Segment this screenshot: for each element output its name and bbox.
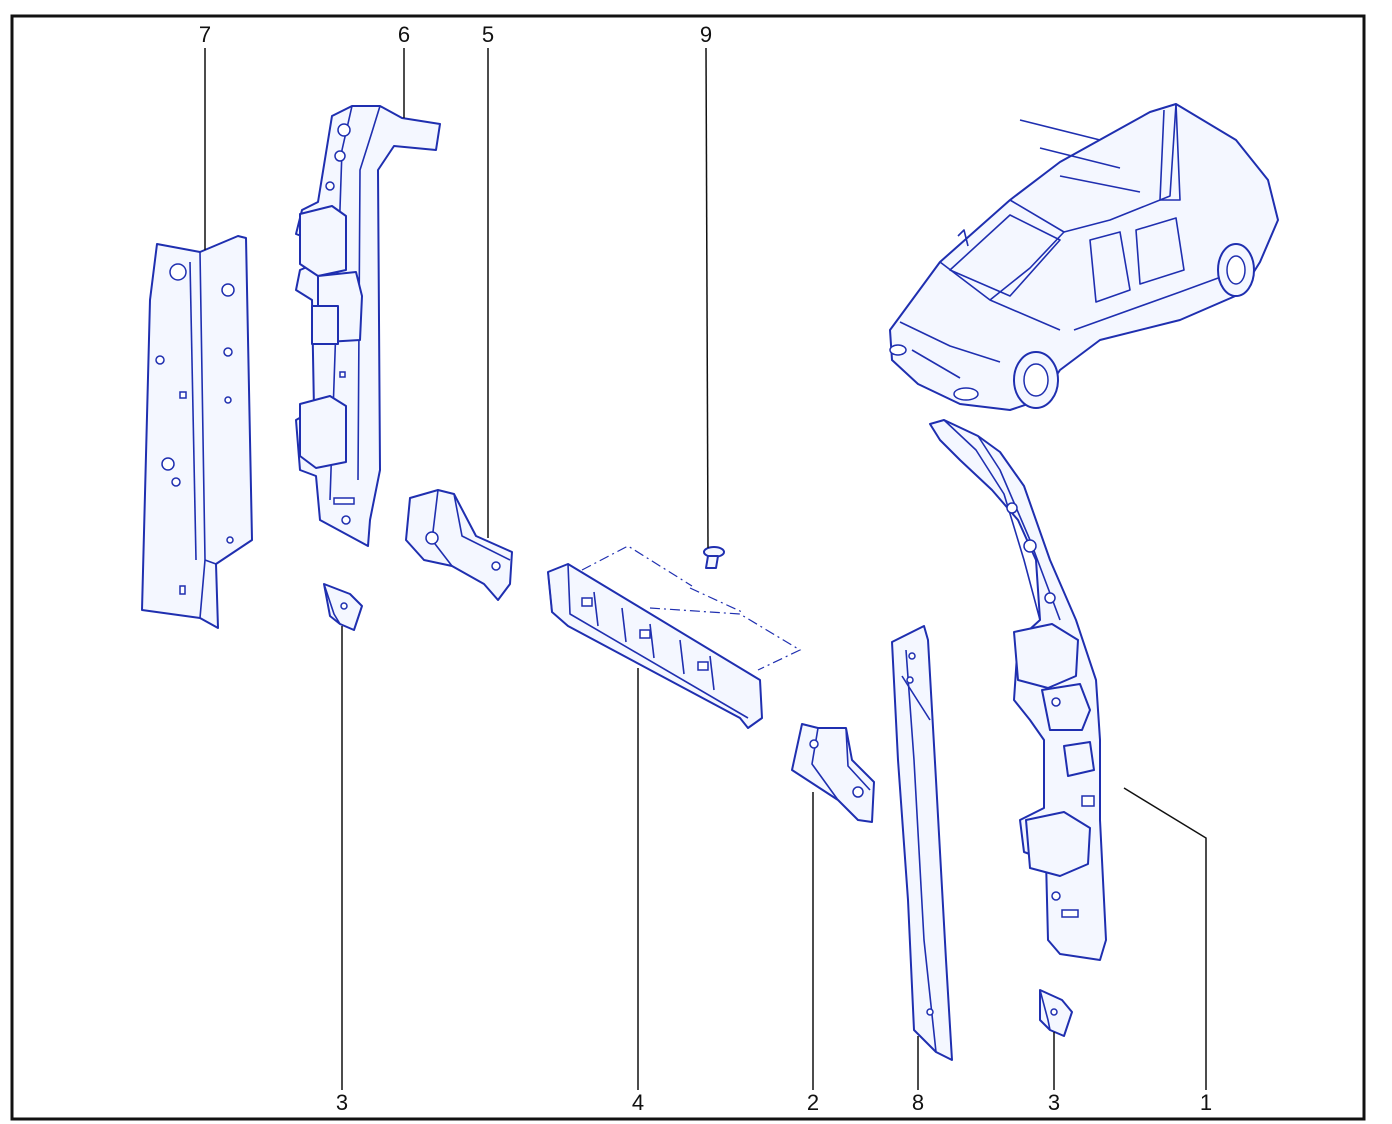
callout-8: 8 — [912, 1090, 924, 1115]
part-2-lower-gusset[interactable] — [791, 723, 875, 823]
part-3-bracket-left[interactable] — [323, 583, 363, 631]
diagram-frame — [10, 14, 1366, 1121]
callout-2: 2 — [807, 1090, 819, 1115]
part-5-gusset[interactable] — [405, 489, 513, 601]
callout-labels: 7 6 5 9 3 4 2 8 3 1 — [199, 22, 1212, 1115]
callout-4: 4 — [632, 1090, 644, 1115]
vehicle-location-thumbnail — [889, 103, 1279, 411]
leader-1 — [1123, 787, 1207, 1090]
callout-9: 9 — [700, 22, 712, 47]
part-1-b-pillar-outer[interactable] — [929, 419, 1107, 961]
callout-1: 1 — [1200, 1090, 1212, 1115]
part-4-cross-member[interactable] — [547, 545, 802, 729]
callout-3-left: 3 — [336, 1090, 348, 1115]
callout-7: 7 — [199, 22, 211, 47]
leader-lines — [204, 47, 1207, 1090]
leader-9 — [705, 47, 709, 549]
callout-5: 5 — [482, 22, 494, 47]
part-3-bracket-right[interactable] — [1039, 989, 1073, 1037]
callout-6: 6 — [398, 22, 410, 47]
part-6-b-pillar-reinforcement[interactable] — [295, 105, 441, 547]
part-7-pillar-trim[interactable] — [141, 235, 253, 629]
callout-3-right: 3 — [1048, 1090, 1060, 1115]
part-9-bolt[interactable] — [703, 546, 725, 569]
part-8-pillar-strip[interactable] — [891, 625, 953, 1061]
